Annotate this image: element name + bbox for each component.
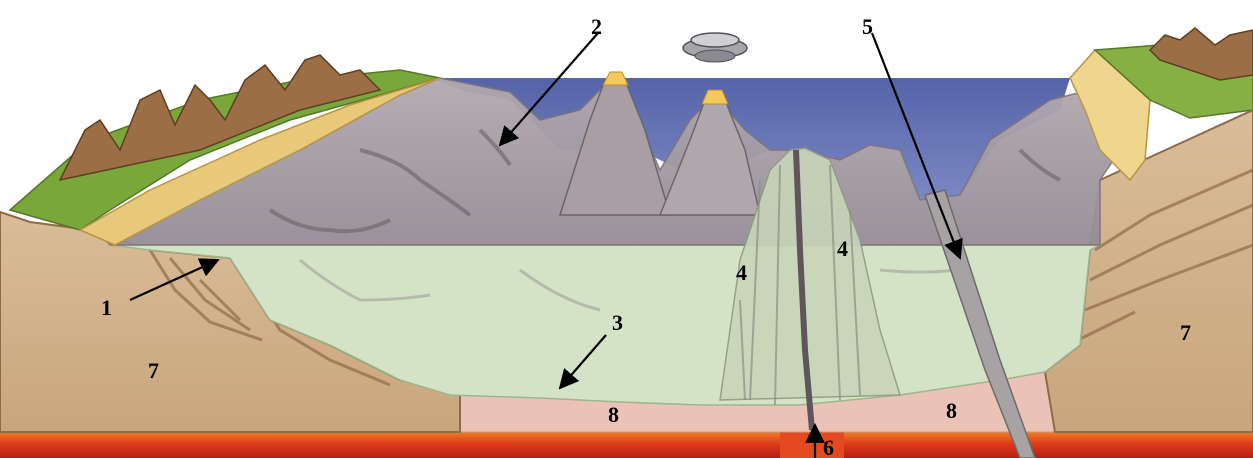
label-4-right: 4: [837, 238, 848, 260]
volcano-crater-left: [603, 72, 628, 85]
label-6: 6: [823, 437, 834, 458]
label-2: 2: [591, 16, 602, 38]
label-3: 3: [612, 312, 623, 334]
label-8-left: 8: [608, 404, 619, 426]
label-7-right: 7: [1180, 322, 1191, 344]
label-5: 5: [862, 16, 873, 38]
magma-layer: [0, 430, 1253, 458]
label-4-left: 4: [736, 262, 747, 284]
label-7-left: 7: [148, 360, 159, 382]
label-1: 1: [101, 297, 112, 319]
label-8-right: 8: [946, 400, 957, 422]
eruption-cloud-icon: [683, 33, 747, 62]
